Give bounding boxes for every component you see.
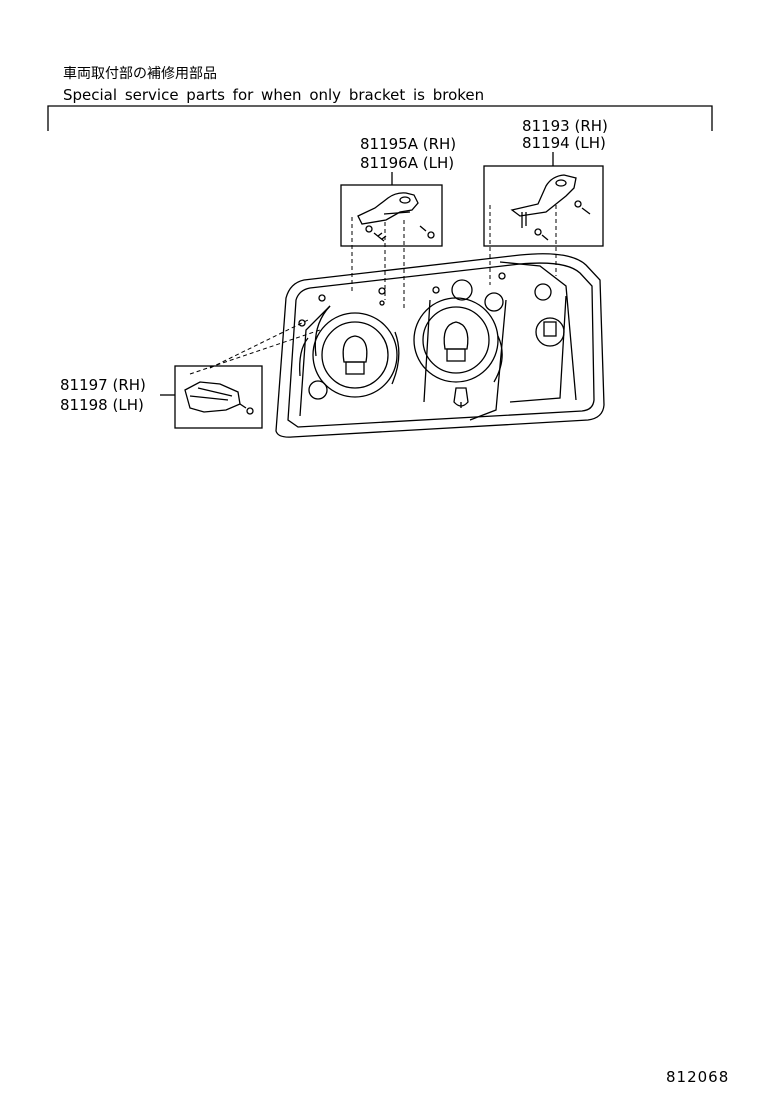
bracket-81197-drawing (184, 381, 254, 415)
bracket-81195A-drawing (357, 192, 435, 242)
part-box-81193 (483, 165, 604, 247)
section-bracket-line (47, 105, 713, 131)
heading-japanese: 車両取付部の補修用部品 (63, 66, 217, 82)
part-box-81197 (174, 365, 263, 429)
part-label-81195A: 81195A (RH) (360, 135, 457, 153)
headlamp-low-beam (312, 305, 400, 398)
part-box-81195A (340, 184, 443, 247)
part-label-81198: 81198 (LH) (60, 396, 144, 414)
part-label-81196A: 81196A (LH) (360, 154, 455, 172)
heading-english: Special service parts for when only brac… (63, 86, 485, 104)
part-label-81194: 81194 (LH) (522, 134, 606, 152)
bracket-81193-drawing (510, 174, 591, 241)
diagram-code: 812068 (666, 1068, 730, 1086)
part-label-81197: 81197 (RH) (60, 376, 146, 394)
part-label-81193: 81193 (RH) (522, 117, 608, 135)
headlamp-details (298, 272, 565, 408)
